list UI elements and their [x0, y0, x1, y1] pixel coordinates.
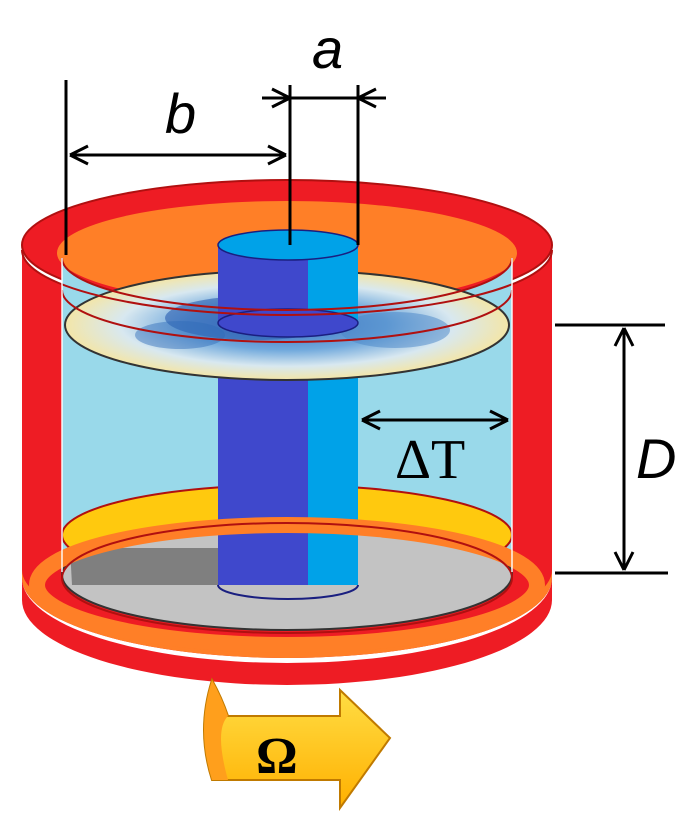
d-arrow-bottom [613, 551, 635, 571]
d-arrow-top [613, 327, 635, 347]
rotation-arrow-fold [204, 680, 228, 780]
bottom-rim-lower [22, 578, 552, 685]
inner-cylinder-cap [217, 229, 359, 261]
label-d: D [636, 427, 676, 490]
a-arrow-right [357, 87, 377, 109]
inner-cylinder-light [308, 345, 358, 585]
b-arrow-left [69, 144, 89, 166]
inner-cylinder-dark [218, 345, 308, 585]
label-delta-t: ΔT [395, 429, 465, 491]
inner-cylinder-bottom [217, 584, 359, 600]
label-omega: Ω [256, 728, 298, 785]
label-b: b [165, 82, 196, 145]
a-arrow-left [271, 87, 291, 109]
inner-base-outline [61, 522, 513, 634]
label-a: a [312, 17, 343, 80]
outer-rim-front-line [21, 249, 553, 316]
delta-t-arrow-left [361, 409, 381, 431]
delta-t-arrow-right [489, 409, 509, 431]
fluid-surface-line [61, 289, 513, 343]
b-arrow-right [267, 144, 287, 166]
bottom-orange-band [29, 517, 545, 653]
inner-rim-front-line [61, 257, 513, 311]
base-shadow [70, 548, 222, 585]
